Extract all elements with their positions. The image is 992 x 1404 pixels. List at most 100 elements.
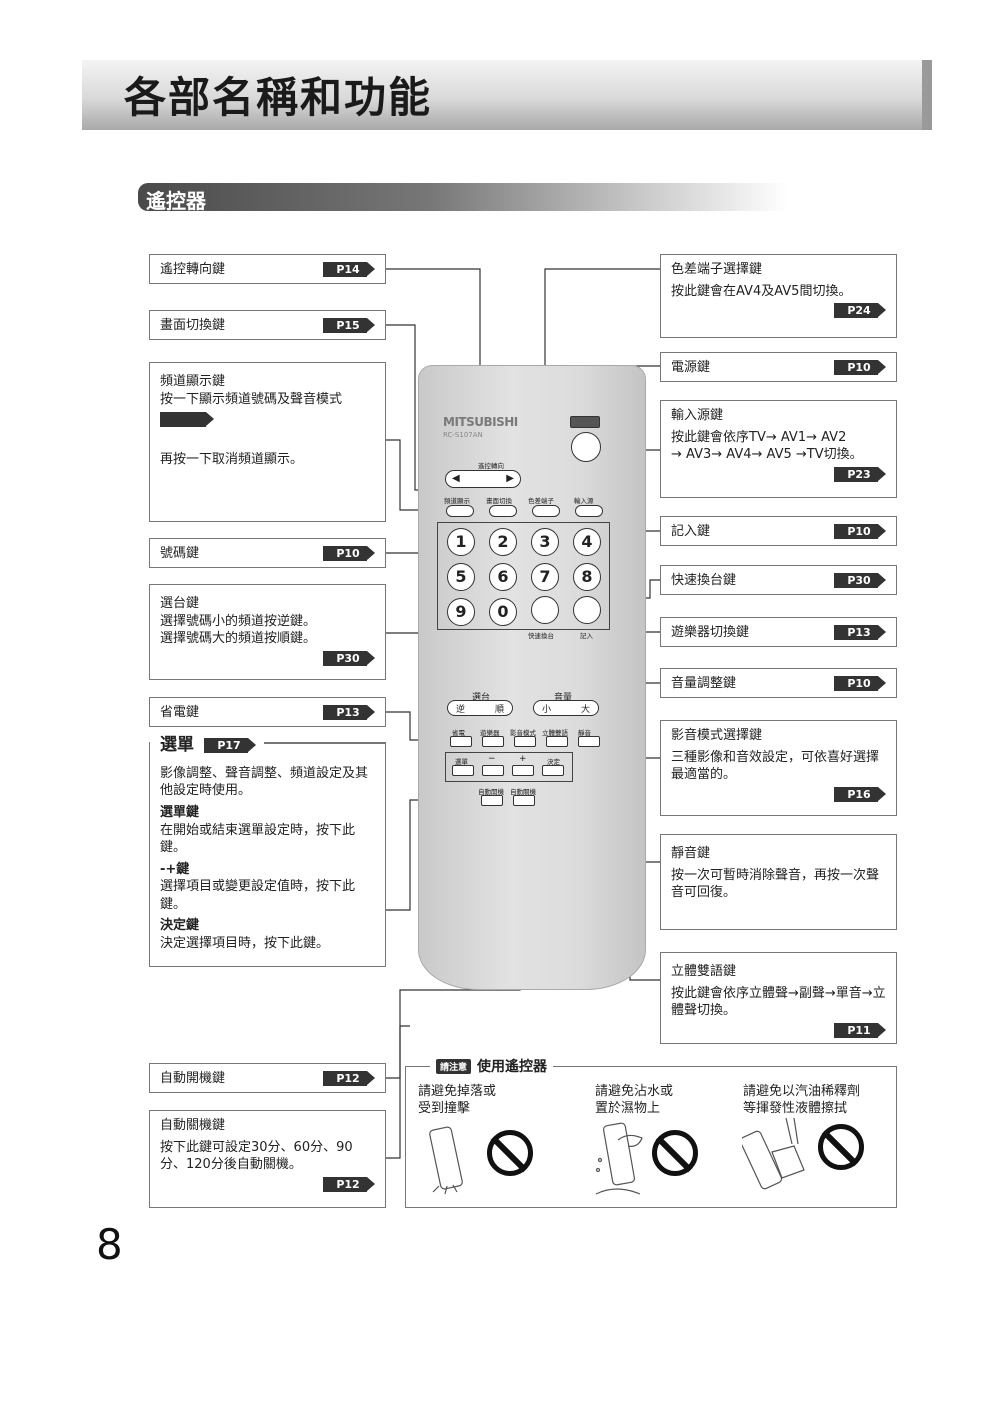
box-title: 立體雙語鍵 bbox=[671, 964, 737, 979]
remote-drop-illustration-icon bbox=[429, 1126, 463, 1195]
quick-label: 快速換台 bbox=[528, 632, 554, 640]
box-screen-key: 畫面切換鍵 P15 bbox=[149, 310, 386, 340]
page-title: 各部名稱和功能 bbox=[124, 73, 433, 122]
digit-2-button[interactable]: 2 bbox=[489, 528, 517, 556]
digit-9-button[interactable]: 9 bbox=[447, 598, 475, 626]
memory-label: 記入 bbox=[580, 632, 593, 640]
box-desc: 按此鍵會在AV4及AV5間切換。 bbox=[671, 283, 852, 299]
box-title: 記入鍵 bbox=[671, 524, 711, 539]
box-auto-on-key: 自動開機鍵 P12 bbox=[149, 1063, 386, 1093]
usage-notice-box bbox=[405, 1066, 897, 1208]
enter-label: 決定 bbox=[547, 758, 560, 766]
plus-label: + bbox=[519, 754, 527, 764]
prohibited-drop-icon bbox=[487, 1130, 533, 1176]
header-band bbox=[82, 60, 932, 130]
mute-button[interactable] bbox=[578, 736, 600, 747]
minus-button[interactable] bbox=[482, 765, 504, 776]
digit-4-button[interactable]: 4 bbox=[573, 528, 601, 556]
box-mute-key: 靜音鍵 按一次可暫時消除聲音，再按一次聲音可回復。 bbox=[660, 834, 897, 930]
power-button[interactable] bbox=[571, 432, 601, 462]
box-desc: 按下此鍵可設定30分、60分、90分、120分後自動關機。 bbox=[160, 1139, 353, 1173]
box-desc: 按此鍵會依序TV→ AV1→ AV2 bbox=[671, 429, 847, 445]
page-ref-tag: P13 bbox=[323, 705, 375, 721]
box-title: 自動關機鍵 bbox=[160, 1118, 226, 1133]
screen-button[interactable] bbox=[489, 505, 517, 517]
box-title: 音量調整鍵 bbox=[671, 676, 737, 691]
prohibited-water-icon bbox=[652, 1130, 698, 1176]
box-title: 影音模式選擇鍵 bbox=[671, 728, 763, 743]
page-ref-tag: P30 bbox=[323, 650, 375, 666]
plus-minus-key-name: -+鍵 bbox=[160, 861, 190, 877]
channel-display-button[interactable] bbox=[446, 505, 474, 517]
digit-6-button[interactable]: 6 bbox=[489, 563, 517, 591]
menu-box-top-border bbox=[264, 742, 386, 744]
box-title: 遙控轉向鍵 bbox=[160, 262, 226, 277]
digit-7-button[interactable]: 7 bbox=[531, 563, 559, 591]
remote-water-illustration-icon bbox=[595, 1122, 643, 1195]
memory-button[interactable] bbox=[573, 596, 601, 624]
box-title: 電源鍵 bbox=[671, 360, 711, 375]
page-ref-tag: P12 bbox=[323, 1071, 375, 1087]
prohibited-solvent-icon bbox=[818, 1124, 864, 1170]
minus-label: − bbox=[488, 754, 496, 764]
page-ref-tag: P16 bbox=[834, 786, 886, 802]
input-label: 輸入源 bbox=[574, 497, 594, 505]
auto-on-button[interactable] bbox=[481, 795, 503, 806]
page-ref-tag: P11 bbox=[834, 1022, 886, 1038]
channel-display-label: 頻道顯示 bbox=[444, 497, 470, 505]
box-title: 選台鍵 bbox=[160, 596, 200, 611]
warning-text: 受到撞擊 bbox=[418, 1100, 471, 1116]
input-button[interactable] bbox=[575, 505, 603, 517]
volume-rocker-button[interactable]: 小 大 bbox=[533, 700, 599, 716]
warning-text: 置於濕物上 bbox=[595, 1100, 661, 1116]
direction-button[interactable]: ◀ ▶ bbox=[445, 470, 521, 488]
auto-off-button[interactable] bbox=[513, 795, 535, 806]
channel-rocker-button[interactable]: 逆 順 bbox=[447, 700, 513, 716]
page-number: 8 bbox=[96, 1220, 123, 1269]
plus-button[interactable] bbox=[512, 765, 534, 776]
box-desc: 在開始或結束選單設定時，按下此鍵。 bbox=[160, 822, 356, 856]
box-desc: 按一次可暫時消除聲音，再按一次聲音可回復。 bbox=[671, 867, 880, 901]
number-keypad-panel bbox=[437, 522, 610, 630]
volume-down-label: 小 bbox=[542, 705, 552, 715]
stereo-button[interactable] bbox=[546, 736, 568, 747]
digit-8-button[interactable]: 8 bbox=[573, 563, 601, 591]
digit-1-button[interactable]: 1 bbox=[447, 528, 475, 556]
digit-0-button[interactable]: 0 bbox=[489, 598, 517, 626]
page-ref-tag: P15 bbox=[323, 318, 375, 334]
component-button[interactable] bbox=[532, 505, 560, 517]
digit-3-button[interactable]: 3 bbox=[531, 528, 559, 556]
power-save-button[interactable] bbox=[450, 736, 472, 747]
remote-solvent-illustration-icon bbox=[742, 1117, 805, 1190]
page-ref-tag: P30 bbox=[834, 573, 886, 589]
channel-down-label: 逆 bbox=[456, 705, 466, 715]
box-title: 遊樂器切換鍵 bbox=[671, 625, 750, 640]
brand-logo: MITSUBISHI bbox=[443, 415, 518, 429]
box-title: 畫面切換鍵 bbox=[160, 318, 226, 333]
channel-label: 選台 bbox=[472, 693, 491, 703]
screen-label: 畫面切換 bbox=[486, 497, 512, 505]
page-ref-tag: P12 bbox=[323, 1176, 375, 1192]
mute-label: 靜音 bbox=[578, 729, 591, 737]
page-ref-tag: P17 bbox=[204, 737, 256, 753]
box-select-key: 選台鍵 選擇號碼小的頻道按逆鍵。 選擇號碼大的頻道按順鍵。 P30 bbox=[149, 584, 386, 680]
box-title: 省電鍵 bbox=[160, 705, 200, 720]
quick-button[interactable] bbox=[531, 596, 559, 624]
game-button[interactable] bbox=[482, 736, 504, 747]
box-input-key: 輸入源鍵 按此鍵會依序TV→ AV1→ AV2 → AV3→ AV4→ AV5 … bbox=[660, 400, 897, 498]
menu-button[interactable] bbox=[452, 765, 474, 776]
digit-5-button[interactable]: 5 bbox=[447, 563, 475, 591]
box-title: 自動開機鍵 bbox=[160, 1071, 226, 1086]
stereo-label: 立體雙語 bbox=[542, 729, 568, 737]
section-band bbox=[138, 183, 788, 211]
enter-button[interactable] bbox=[542, 765, 564, 776]
page-ref-tag: P13 bbox=[834, 625, 886, 641]
av-mode-button[interactable] bbox=[514, 736, 536, 747]
box-av-mode-key: 影音模式選擇鍵 三種影像和音效設定，可依喜好選擇最適當的。 P16 bbox=[660, 720, 897, 816]
usage-notice-header: 請注意 使用遙控器 bbox=[430, 1056, 554, 1076]
direction-label: 遙控轉向 bbox=[478, 462, 504, 470]
